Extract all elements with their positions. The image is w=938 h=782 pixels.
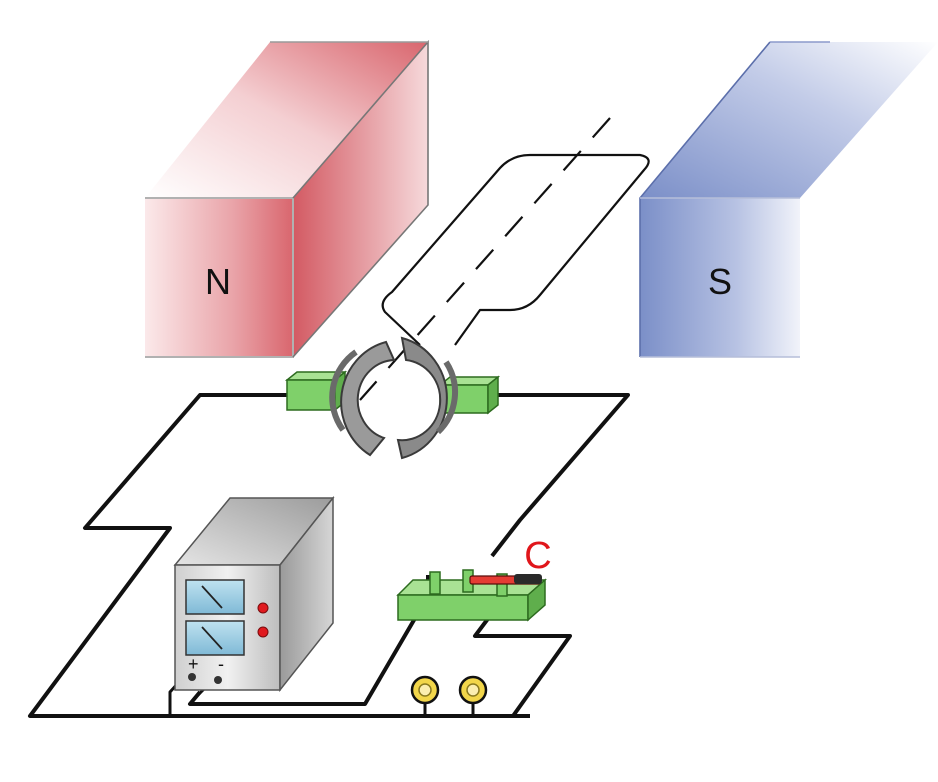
rotating-coil <box>359 117 650 401</box>
north-pole-label: N <box>205 261 231 302</box>
knife-switch[interactable]: C <box>396 535 552 622</box>
commutator-left-half <box>340 340 396 457</box>
voltmeter-display <box>185 579 245 615</box>
indicator-light-top <box>257 602 269 614</box>
binding-post-left[interactable] <box>410 675 440 716</box>
binding-posts <box>410 675 488 716</box>
power-supply-side <box>279 495 334 693</box>
north-magnet-front-face <box>145 198 293 357</box>
commutator-assembly <box>284 336 501 460</box>
south-magnet-top-face <box>640 42 938 198</box>
power-supply: + - <box>173 495 335 693</box>
coil-loop <box>381 153 650 346</box>
binding-post-right[interactable] <box>458 675 488 716</box>
south-magnet: S <box>639 41 938 358</box>
minus-terminal-label: - <box>218 654 224 674</box>
north-magnet-side-face <box>293 42 428 357</box>
plus-terminal-label: + <box>188 654 199 674</box>
indicator-light-bottom <box>257 626 269 638</box>
minus-terminal[interactable] <box>214 676 222 684</box>
left-wire <box>28 393 530 718</box>
ammeter-display <box>185 620 245 656</box>
north-magnet: N <box>145 39 429 358</box>
switch-handle[interactable] <box>514 574 542 584</box>
switch-post-left <box>429 571 441 595</box>
south-magnet-front-face <box>640 198 800 357</box>
switch-post-right <box>496 573 508 597</box>
right-wire <box>490 393 630 558</box>
right-brush <box>437 375 501 415</box>
split-ring-commutator <box>329 336 458 460</box>
south-pole-label: S <box>708 261 732 302</box>
plus-terminal[interactable] <box>188 673 196 681</box>
commutator-right-half <box>396 336 448 460</box>
north-magnet-top-face <box>145 42 428 198</box>
switch-label: C <box>524 535 551 577</box>
rotation-axis <box>359 117 611 401</box>
